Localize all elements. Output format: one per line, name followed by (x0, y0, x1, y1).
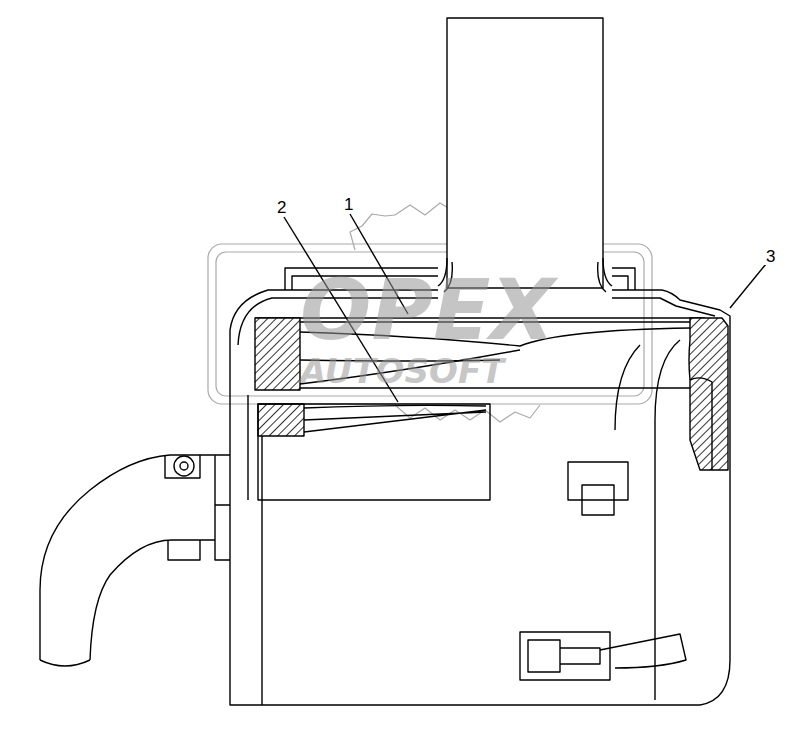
watermark: AUTOSOFT (300, 354, 504, 388)
watermark: OPEX (300, 268, 555, 352)
outlet-duct (447, 18, 603, 288)
leader-line (730, 264, 766, 308)
callout-number: 1 (342, 196, 355, 213)
callout-number: 3 (764, 248, 777, 265)
intake-elbow (40, 455, 215, 660)
callout-number: 2 (275, 199, 288, 216)
